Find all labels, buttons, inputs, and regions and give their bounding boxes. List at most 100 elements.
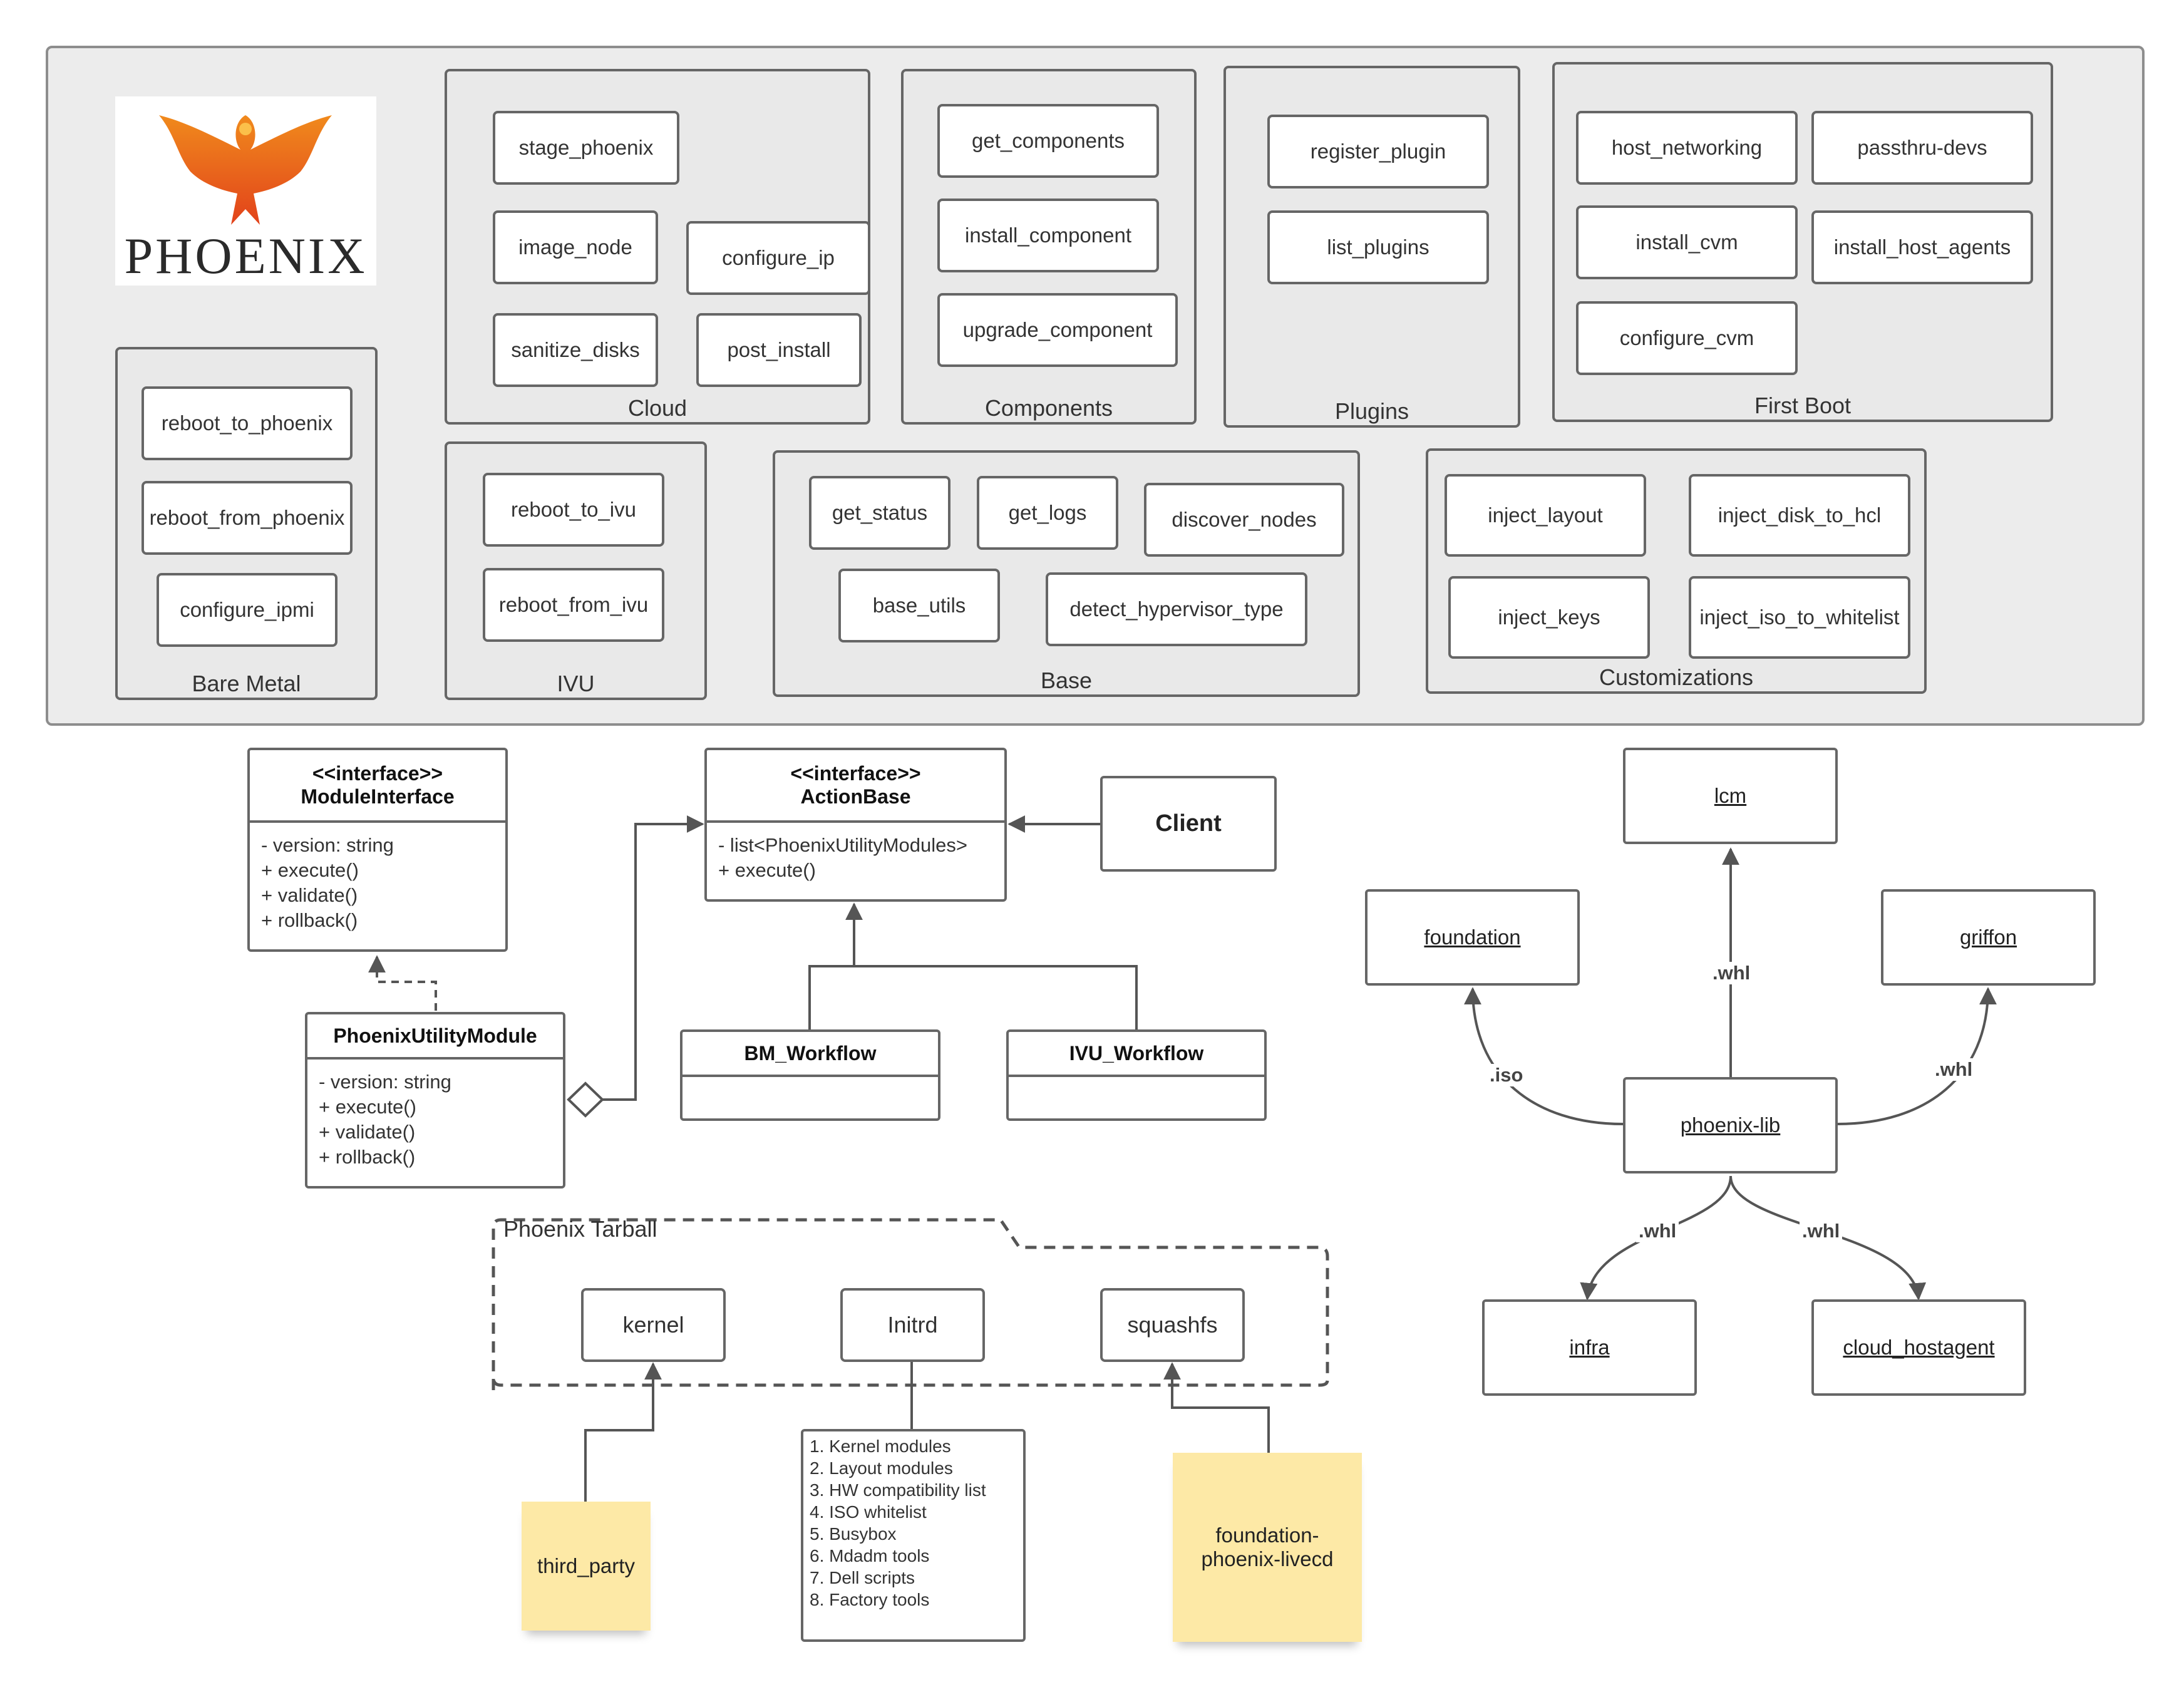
uml-member: + execute() [718, 859, 816, 881]
module-get-status[interactable]: get_status [809, 476, 950, 550]
uml-class-name: ActionBase [800, 785, 911, 808]
module-reboot-to-ivu[interactable]: reboot_to_ivu [483, 473, 664, 547]
edge-label-cloud-hostagent: .whl [1800, 1220, 1843, 1242]
realization-edge [368, 955, 437, 1011]
group-label: Plugins [1334, 398, 1409, 424]
edge-label-lcm: .whl [1710, 962, 1753, 984]
uml-members: - version: string + execute() + validate… [307, 1060, 563, 1180]
module-reboot-from-phoenix[interactable]: reboot_from_phoenix [142, 481, 353, 555]
uml-class-header: PhoenixUtilityModule [307, 1014, 563, 1060]
package-phoenix-lib[interactable]: phoenix-lib [1623, 1077, 1838, 1173]
uml-class-header: <<interface>> ActionBase [707, 750, 1004, 823]
uml-phoenix-utility-module[interactable]: PhoenixUtilityModule - version: string +… [305, 1012, 565, 1189]
uml-member: - list<PhoenixUtilityModules> [718, 834, 968, 856]
edge-label-infra: .whl [1636, 1220, 1679, 1242]
group-label: Components [984, 395, 1113, 421]
module-upgrade-component[interactable]: upgrade_component [937, 293, 1178, 367]
group-label: Base [1040, 668, 1093, 693]
module-register-plugin[interactable]: register_plugin [1267, 115, 1489, 188]
note-third-party: third_party [522, 1502, 651, 1631]
module-list-plugins[interactable]: list_plugins [1267, 210, 1489, 284]
tarball-package-outline [492, 1218, 1329, 1390]
uml-member: + rollback() [319, 1146, 416, 1168]
list-item: 7. Dell scripts [810, 1568, 915, 1587]
module-base-utils[interactable]: base_utils [838, 569, 1000, 642]
module-discover-nodes[interactable]: discover_nodes [1144, 483, 1344, 557]
note-foundation-phoenix-livecd: foundation-phoenix-livecd [1173, 1453, 1362, 1642]
aggregation-diamond [567, 1081, 604, 1118]
tarball-squashfs[interactable]: squashfs [1100, 1288, 1245, 1362]
module-inject-disk-to-hcl[interactable]: inject_disk_to_hcl [1689, 474, 1910, 557]
list-item: 8. Factory tools [810, 1590, 930, 1609]
uml-class-name: IVU_Workflow [1069, 1041, 1204, 1065]
list-item: 4. ISO whitelist [810, 1502, 927, 1522]
uml-stereotype: <<interface>> [312, 762, 443, 785]
module-inject-keys[interactable]: inject_keys [1448, 576, 1650, 659]
module-configure-ip[interactable]: configure_ip [686, 221, 870, 295]
module-passthru-devs[interactable]: passthru-devs [1811, 111, 2033, 185]
module-inject-layout[interactable]: inject_layout [1445, 474, 1646, 557]
module-host-networking[interactable]: host_networking [1576, 111, 1798, 185]
uml-action-base[interactable]: <<interface>> ActionBase - list<PhoenixU… [704, 748, 1007, 902]
list-item: 5. Busybox [810, 1524, 897, 1544]
edge-label-griffon: .whl [1932, 1058, 1975, 1081]
module-detect-hypervisor-type[interactable]: detect_hypervisor_type [1046, 572, 1307, 646]
group-label: First Boot [1754, 393, 1852, 418]
module-inject-iso-to-whitelist[interactable]: inject_iso_to_whitelist [1689, 576, 1910, 659]
module-image-node[interactable]: image_node [493, 210, 658, 284]
uml-member: - version: string [319, 1071, 451, 1093]
bm-workflow-edge [808, 902, 863, 1031]
griffon-edge [1837, 987, 1997, 1125]
module-install-host-agents[interactable]: install_host_agents [1811, 210, 2033, 284]
module-sanitize-disks[interactable]: sanitize_disks [493, 313, 658, 387]
uml-class-header: <<interface>> ModuleInterface [250, 750, 505, 823]
uml-class-name: BM_Workflow [744, 1041, 877, 1065]
module-get-logs[interactable]: get_logs [977, 476, 1118, 550]
tarball-label: Phoenix Tarball [503, 1216, 657, 1242]
uml-member: + rollback() [261, 909, 358, 931]
list-item: 6. Mdadm tools [810, 1546, 930, 1565]
group-label: Customizations [1599, 664, 1754, 690]
uml-member: + execute() [319, 1096, 416, 1118]
module-reboot-to-phoenix[interactable]: reboot_to_phoenix [142, 386, 353, 460]
uml-class-name: ModuleInterface [301, 785, 455, 808]
module-configure-cvm[interactable]: configure_cvm [1576, 301, 1798, 375]
phoenix-bird-icon [159, 115, 332, 225]
ivu-workflow-edge [854, 965, 1138, 1031]
package-foundation[interactable]: foundation [1365, 889, 1580, 986]
uml-member: - version: string [261, 834, 394, 856]
module-install-cvm[interactable]: install_cvm [1576, 205, 1798, 279]
group-label: IVU [557, 671, 595, 696]
package-cloud-hostagent[interactable]: cloud_hostagent [1811, 1299, 2026, 1396]
uml-class-name: PhoenixUtilityModule [333, 1024, 537, 1047]
phoenix-logo: PHOENIX [115, 96, 376, 286]
list-item: 3. HW compatibility list [810, 1480, 986, 1500]
edge-label-foundation: .iso [1487, 1064, 1526, 1086]
foundation-edge [1464, 987, 1624, 1125]
module-get-components[interactable]: get_components [937, 104, 1159, 178]
module-stage-phoenix[interactable]: stage_phoenix [493, 111, 679, 185]
module-reboot-from-ivu[interactable]: reboot_from_ivu [483, 568, 664, 642]
module-configure-ipmi[interactable]: configure_ipmi [157, 573, 337, 647]
uml-member: + execute() [261, 859, 359, 881]
uml-module-interface[interactable]: <<interface>> ModuleInterface - version:… [247, 748, 508, 952]
group-label: Cloud [627, 395, 688, 421]
tarball-kernel[interactable]: kernel [581, 1288, 726, 1362]
list-item: 2. Layout modules [810, 1458, 953, 1478]
logo-wordmark: PHOENIX [124, 227, 368, 284]
package-lcm[interactable]: lcm [1623, 748, 1838, 844]
tarball-initrd[interactable]: Initrd [840, 1288, 985, 1362]
uml-class-header: IVU_Workflow [1009, 1032, 1264, 1077]
module-post-install[interactable]: post_install [696, 313, 862, 387]
uml-member: + validate() [319, 1121, 416, 1143]
module-install-component[interactable]: install_component [937, 199, 1159, 272]
uml-ivu-workflow[interactable]: IVU_Workflow [1006, 1029, 1267, 1121]
uml-bm-workflow[interactable]: BM_Workflow [680, 1029, 940, 1121]
uml-client[interactable]: Client [1100, 776, 1277, 872]
package-infra[interactable]: infra [1482, 1299, 1697, 1396]
group-label: Bare Metal [192, 671, 301, 696]
package-griffon[interactable]: griffon [1881, 889, 2096, 986]
list-item: 1. Kernel modules [810, 1436, 951, 1456]
uml-members: - version: string + execute() + validate… [250, 823, 505, 943]
